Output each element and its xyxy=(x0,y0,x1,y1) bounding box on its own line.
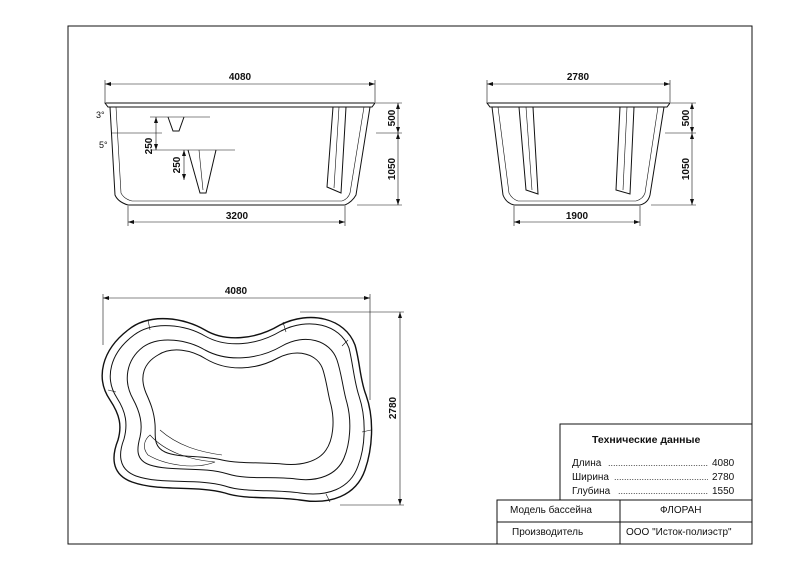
side-angle-2: 5° xyxy=(99,140,108,150)
end-height-2: 1050 xyxy=(681,157,692,180)
side-height-2: 1050 xyxy=(387,157,398,180)
side-length-top: 4080 xyxy=(229,72,252,83)
end-height-1: 500 xyxy=(681,109,692,126)
plan-view: 4080 2780 xyxy=(101,286,404,506)
end-width-bottom: 1900 xyxy=(566,211,589,222)
side-length-bottom: 3200 xyxy=(226,211,249,222)
end-width-top: 2780 xyxy=(567,72,590,83)
sheet-frame xyxy=(67,25,753,545)
side-step-depth-1: 250 xyxy=(144,137,155,154)
title-block-frame xyxy=(496,423,753,545)
plan-length: 4080 xyxy=(225,286,248,297)
plan-width: 2780 xyxy=(388,396,399,419)
side-step-depth-2: 250 xyxy=(172,156,183,173)
end-view: 2780 1900 500 1050 xyxy=(486,72,696,226)
side-view: 4080 3200 500 1050 250 250 3° 5° xyxy=(96,72,402,226)
side-height-1: 500 xyxy=(387,109,398,126)
side-angle-1: 3° xyxy=(96,110,105,120)
